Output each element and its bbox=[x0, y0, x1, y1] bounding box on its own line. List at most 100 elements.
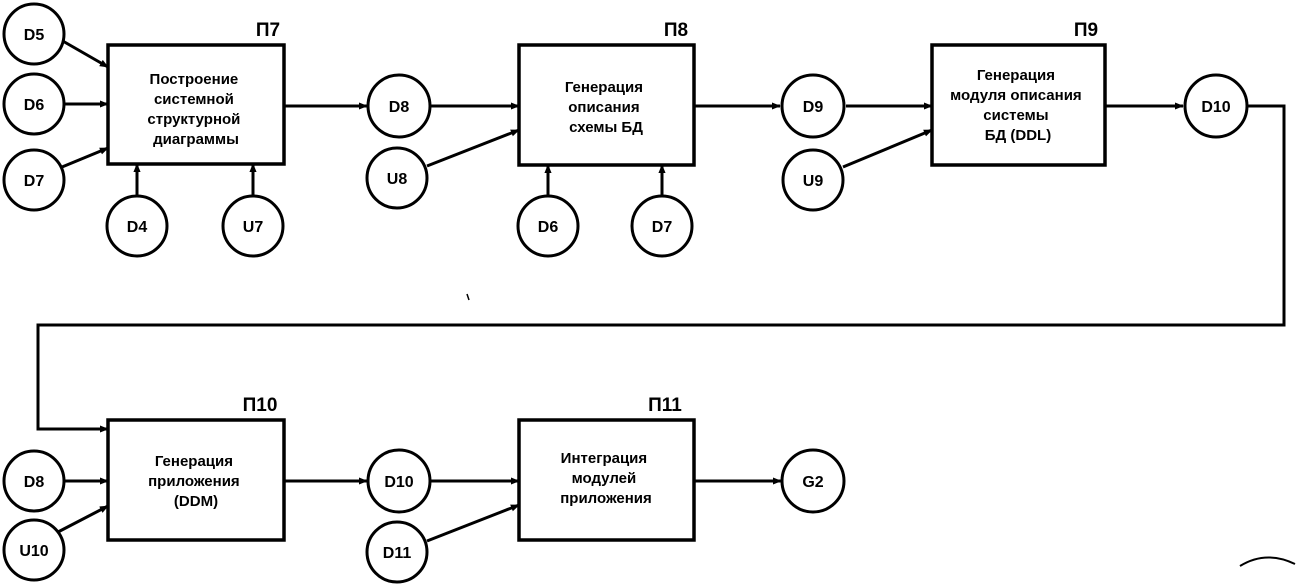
node-label: G2 bbox=[802, 474, 823, 491]
node-label: D4 bbox=[127, 219, 148, 236]
arrow-d7-p7 bbox=[61, 146, 109, 169]
arrow-u8-p8 bbox=[426, 128, 520, 168]
node-circle bbox=[2, 449, 66, 513]
process-label: П9 bbox=[1074, 20, 1098, 41]
node-d11: D11 bbox=[365, 520, 429, 584]
process-text-line: приложения bbox=[560, 490, 652, 507]
process-label: П10 bbox=[243, 395, 278, 416]
node-d6: D6 bbox=[2, 72, 66, 136]
scan-mark bbox=[466, 293, 470, 301]
process-text: Интеграция модулей приложения bbox=[560, 450, 652, 507]
node-circle bbox=[780, 73, 846, 139]
node-label: D11 bbox=[383, 545, 412, 562]
node-d8: D8 bbox=[366, 73, 432, 139]
arrow-d5-p7 bbox=[60, 38, 109, 69]
node-label: D5 bbox=[24, 27, 45, 44]
node-circle bbox=[1183, 73, 1249, 139]
process-text-line: Генерация bbox=[565, 79, 643, 96]
node-label: D8 bbox=[24, 474, 45, 491]
node-d8: D8 bbox=[2, 449, 66, 513]
process-text-line: Генерация bbox=[155, 453, 233, 470]
node-label: D10 bbox=[384, 474, 413, 491]
process-text-line: схемы БД bbox=[569, 119, 643, 136]
data-nodes: D5 D6 D7 D4 U7 D8 U8 D6 bbox=[2, 2, 1249, 584]
process-box bbox=[930, 43, 1107, 167]
process-text-line: структурной bbox=[147, 111, 240, 128]
node-label: U8 bbox=[387, 171, 408, 188]
node-d5: D5 bbox=[2, 2, 66, 66]
arrow-u9-p9 bbox=[842, 128, 933, 169]
node-label: D10 bbox=[1201, 99, 1230, 116]
node-label: U7 bbox=[243, 219, 264, 236]
node-d6: D6 bbox=[516, 194, 580, 258]
node-circle bbox=[366, 73, 432, 139]
node-circle bbox=[366, 448, 432, 514]
process-text-line: приложения bbox=[148, 473, 240, 490]
process-box bbox=[517, 43, 696, 167]
process-text: Генерация описания схемы БД bbox=[565, 79, 647, 136]
node-g2: G2 bbox=[780, 448, 846, 514]
process-text-line: системной bbox=[154, 91, 234, 108]
node-circle bbox=[780, 448, 846, 514]
node-label: U10 bbox=[19, 543, 48, 560]
process-label: П7 bbox=[256, 20, 280, 41]
process-label: П11 bbox=[648, 395, 682, 416]
process-box bbox=[517, 418, 696, 542]
process-text: Генерация модуля описания системы БД (DD… bbox=[950, 67, 1086, 144]
node-label: D6 bbox=[24, 97, 45, 114]
node-u10: U10 bbox=[2, 518, 66, 582]
node-label: D9 bbox=[803, 99, 824, 116]
node-u7: U7 bbox=[221, 194, 285, 258]
node-d7: D7 bbox=[630, 194, 694, 258]
node-circle bbox=[630, 194, 694, 258]
node-circle bbox=[2, 2, 66, 66]
process-p9: П9 Генерация модуля описания системы БД … bbox=[930, 20, 1107, 167]
process-p10: П10 Генерация приложения (DDM) bbox=[106, 395, 286, 542]
node-label: D7 bbox=[24, 173, 45, 190]
node-d10: D10 bbox=[1183, 73, 1249, 139]
node-circle bbox=[2, 72, 66, 136]
process-text-line: модуля описания bbox=[950, 87, 1082, 104]
process-text-line: модулей bbox=[572, 470, 637, 487]
node-label: U9 bbox=[803, 173, 824, 190]
process-text: Построение системной структурной диаграм… bbox=[147, 71, 244, 148]
arrow-d11-p11 bbox=[426, 503, 520, 543]
connectors bbox=[36, 38, 1286, 543]
node-d7: D7 bbox=[2, 148, 66, 212]
process-text-line: диаграммы bbox=[153, 131, 239, 148]
process-text-line: описания bbox=[568, 99, 639, 116]
node-circle bbox=[516, 194, 580, 258]
node-d9: D9 bbox=[780, 73, 846, 139]
process-box bbox=[106, 418, 286, 542]
process-text: Генерация приложения (DDM) bbox=[148, 453, 244, 510]
node-label: D6 bbox=[538, 219, 559, 236]
node-circle bbox=[365, 520, 429, 584]
process-text-line: Интеграция bbox=[561, 450, 647, 467]
process-text-line: Построение bbox=[150, 71, 239, 88]
arrow-d10-loop-p10 bbox=[36, 104, 1286, 433]
node-d4: D4 bbox=[105, 194, 169, 258]
node-u8: U8 bbox=[365, 146, 429, 210]
arrow-u10-p10 bbox=[57, 504, 109, 534]
process-p8: П8 Генерация описания схемы БД bbox=[517, 20, 696, 167]
node-circle bbox=[2, 518, 66, 582]
node-circle bbox=[2, 148, 66, 212]
node-circle bbox=[365, 146, 429, 210]
process-p11: П11 Интеграция модулей приложения bbox=[517, 395, 696, 542]
process-text-line: Генерация bbox=[977, 67, 1055, 84]
process-text-line: (DDM) bbox=[174, 493, 218, 510]
process-text-line: системы bbox=[983, 107, 1048, 124]
scan-mark bbox=[1239, 556, 1296, 567]
node-circle bbox=[221, 194, 285, 258]
process-label: П8 bbox=[664, 20, 688, 41]
process-box bbox=[106, 43, 286, 166]
node-d10: D10 bbox=[366, 448, 432, 514]
node-label: D7 bbox=[652, 219, 673, 236]
node-circle bbox=[105, 194, 169, 258]
process-p7: П7 Построение системной структурной диаг… bbox=[106, 20, 286, 166]
process-text-line: БД (DDL) bbox=[985, 127, 1051, 144]
node-label: D8 bbox=[389, 99, 410, 116]
node-circle bbox=[781, 148, 845, 212]
node-u9: U9 bbox=[781, 148, 845, 212]
